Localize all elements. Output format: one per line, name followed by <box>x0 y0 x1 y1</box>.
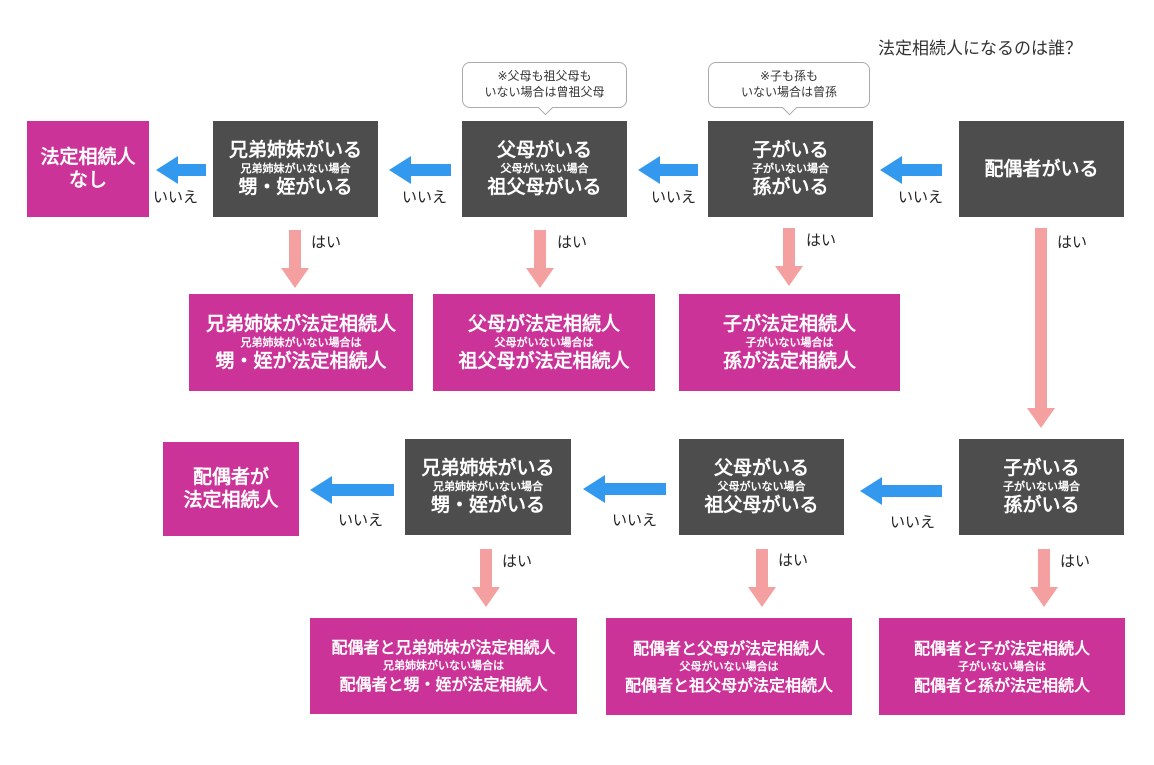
question-spouse-sibling: 兄弟姉妹がいる 兄弟姉妹がいない場合 甥・姪がいる <box>405 439 571 535</box>
question-sub: 父母がいない場合 <box>500 162 589 175</box>
result-no-heir: 法定相続人 なし <box>27 121 149 217</box>
yes-label: はい <box>502 552 533 570</box>
result-sub: 兄弟姉妹がいない場合は <box>383 659 504 672</box>
question-child: 子がいる 子がいない場合 孫がいる <box>708 121 873 217</box>
result-spouse-parent: 配偶者と父母が法定相続人 父母がいない場合は 配偶者と祖父母が法定相続人 <box>606 618 852 715</box>
no-label: いいえ <box>338 511 384 529</box>
no-arrow <box>583 475 666 503</box>
yes-arrow <box>775 228 803 286</box>
result-spouse-child: 配偶者と子が法定相続人 子がいない場合は 配偶者と孫が法定相続人 <box>879 618 1125 715</box>
no-arrow <box>389 156 451 184</box>
result-alt: 配偶者と祖父母が法定相続人 <box>624 675 833 695</box>
result-spouse-sibling: 配偶者と兄弟姉妹が法定相続人 兄弟姉妹がいない場合は 配偶者と甥・姪が法定相続人 <box>310 618 577 714</box>
question-spouse-parent: 父母がいる 父母がいない場合 祖父母がいる <box>679 439 844 535</box>
question-sub: 子がいない場合 <box>1003 480 1080 493</box>
question-alt: 孫がいる <box>752 176 829 198</box>
no-arrow <box>638 156 698 184</box>
yes-label: はい <box>1060 552 1091 570</box>
yes-arrow <box>526 230 554 288</box>
note-line: いない場合は曾孫 <box>740 85 837 99</box>
note-great-grandparents: ※父母も祖父母も いない場合は曾祖父母 <box>462 62 627 108</box>
no-label: いいえ <box>890 513 936 531</box>
result-sub: 子がいない場合は <box>745 335 834 349</box>
yes-arrow <box>1027 228 1055 428</box>
result-parent: 父母が法定相続人 父母がいない場合は 祖父母が法定相続人 <box>433 294 655 391</box>
result-line: なし <box>68 169 107 191</box>
result-main: 子が法定相続人 <box>722 312 856 335</box>
result-sibling: 兄弟姉妹が法定相続人 兄弟姉妹がいない場合は 甥・姪が法定相続人 <box>189 294 413 391</box>
question-alt: 甥・姪がいる <box>430 494 545 516</box>
yes-arrow <box>472 549 500 607</box>
result-line: 法定相続人 <box>183 489 279 511</box>
result-main: 配偶者と父母が法定相続人 <box>632 638 825 658</box>
result-main: 配偶者と子が法定相続人 <box>913 638 1090 658</box>
question-sibling: 兄弟姉妹がいる 兄弟姉妹がいない場合 甥・姪がいる <box>213 121 378 217</box>
yes-arrow <box>748 549 776 607</box>
note-line: ※父母も祖父母も <box>497 69 592 83</box>
page-title: 法定相続人になるのは誰？ <box>878 39 1082 59</box>
result-main: 父母が法定相続人 <box>467 312 620 335</box>
no-label: いいえ <box>402 188 448 206</box>
yes-label: はい <box>1057 233 1088 251</box>
question-main: 父母がいる <box>713 457 809 479</box>
yes-arrow <box>1030 549 1058 607</box>
question-sub: 兄弟姉妹がいない場合 <box>433 480 543 493</box>
question-alt: 祖父母がいる <box>487 176 602 198</box>
question-main: 子がいる <box>1003 457 1080 479</box>
note-line: いない場合は曾祖父母 <box>484 85 605 99</box>
result-sub: 兄弟姉妹がいない場合は <box>240 335 362 349</box>
result-line: 配偶者が <box>192 466 269 488</box>
result-spouse-only: 配偶者が 法定相続人 <box>163 442 299 536</box>
question-main: 子がいる <box>752 139 829 161</box>
question-spouse: 配偶者がいる <box>959 121 1124 217</box>
no-label: いいえ <box>153 188 199 206</box>
result-sub: 父母がいない場合は <box>679 659 779 673</box>
question-main: 兄弟姉妹がいる <box>421 457 555 479</box>
result-alt: 甥・姪が法定相続人 <box>215 349 387 372</box>
result-sub: 子がいない場合は <box>958 659 1046 673</box>
question-spouse-child: 子がいる 子がいない場合 孫がいる <box>959 439 1124 535</box>
question-parent: 父母がいる 父母がいない場合 祖父母がいる <box>462 121 627 217</box>
question-main: 父母がいる <box>496 139 592 161</box>
note-line: ※子も孫も <box>759 69 819 83</box>
question-main: 兄弟姉妹がいる <box>228 139 362 161</box>
question-sub: 父母がいない場合 <box>717 480 806 493</box>
result-alt: 配偶者と孫が法定相続人 <box>913 675 1090 695</box>
no-arrow <box>860 477 942 505</box>
result-alt: 配偶者と甥・姪が法定相続人 <box>339 675 548 694</box>
question-alt: 祖父母がいる <box>704 494 819 516</box>
result-child: 子が法定相続人 子がいない場合は 孫が法定相続人 <box>679 294 900 391</box>
yes-label: はい <box>311 233 342 251</box>
no-arrow <box>310 476 394 504</box>
question-main: 配偶者がいる <box>984 157 1099 180</box>
result-alt: 祖父母が法定相続人 <box>458 349 630 372</box>
question-sub: 子がいない場合 <box>752 162 829 175</box>
no-arrow <box>156 156 206 184</box>
result-sub: 父母がいない場合は <box>494 335 594 349</box>
yes-label: はい <box>806 231 837 249</box>
no-arrow <box>880 156 942 184</box>
yes-label: はい <box>557 233 588 251</box>
no-label: いいえ <box>651 188 697 206</box>
result-main: 配偶者と兄弟姉妹が法定相続人 <box>331 638 556 657</box>
yes-label: はい <box>778 551 809 569</box>
question-sub: 兄弟姉妹がいない場合 <box>240 162 351 175</box>
result-main: 兄弟姉妹が法定相続人 <box>205 312 396 335</box>
yes-arrow <box>281 230 309 288</box>
result-line: 法定相続人 <box>40 146 136 168</box>
result-alt: 孫が法定相続人 <box>722 349 856 372</box>
no-label: いいえ <box>612 511 658 529</box>
question-alt: 孫がいる <box>1003 494 1080 516</box>
no-label: いいえ <box>898 188 944 206</box>
question-alt: 甥・姪がいる <box>238 176 353 198</box>
note-great-grandchildren: ※子も孫も いない場合は曾孫 <box>708 62 870 108</box>
